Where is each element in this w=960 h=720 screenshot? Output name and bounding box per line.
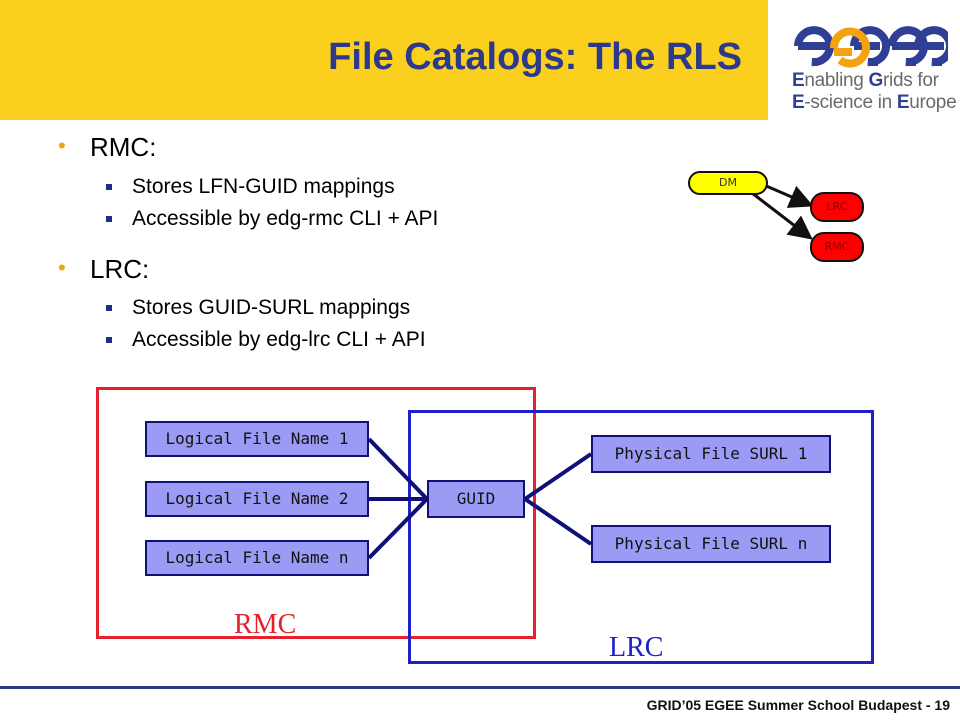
square-bullet-icon	[106, 305, 112, 311]
slide-title: File Catalogs: The RLS	[328, 36, 742, 78]
logical-file-name-box: Logical File Name 2	[145, 481, 369, 517]
physical-file-surl-box: Physical File SURL n	[591, 525, 831, 563]
logo-tagline-1: Enabling Grids for	[792, 70, 939, 91]
mini-dm-node: DM	[688, 171, 768, 195]
dm-to-lrc-arrow	[763, 183, 814, 208]
bullet-dot-icon: •	[58, 133, 66, 158]
slide-footer: GRID’05 EGEE Summer School Budapest - 19	[646, 697, 950, 713]
physical-file-surl-box: Physical File SURL 1	[591, 435, 831, 473]
square-bullet-icon	[106, 216, 112, 222]
logical-file-name-box: Logical File Name n	[145, 540, 369, 576]
mini-lrc-node: LRC	[810, 192, 864, 222]
guid-box: GUID	[427, 480, 525, 518]
logical-file-name-box: Logical File Name 1	[145, 421, 369, 457]
square-bullet-icon	[106, 337, 112, 343]
dm-to-rmc-arrow	[751, 191, 813, 240]
egee-logo: Enabling Grids for E-science in Europe	[788, 18, 957, 118]
rmc-region-label: RMC	[234, 609, 297, 640]
square-bullet-icon	[106, 184, 112, 190]
lrc-region-label: LRC	[609, 632, 664, 663]
header-band	[0, 0, 768, 120]
egee-wordmark-icon	[794, 26, 948, 68]
bullet-dot-icon: •	[58, 255, 66, 280]
footer-rule	[0, 686, 960, 689]
mini-rmc-node: RMC	[810, 232, 864, 262]
logo-tagline-2: E-science in Europe	[792, 92, 957, 113]
